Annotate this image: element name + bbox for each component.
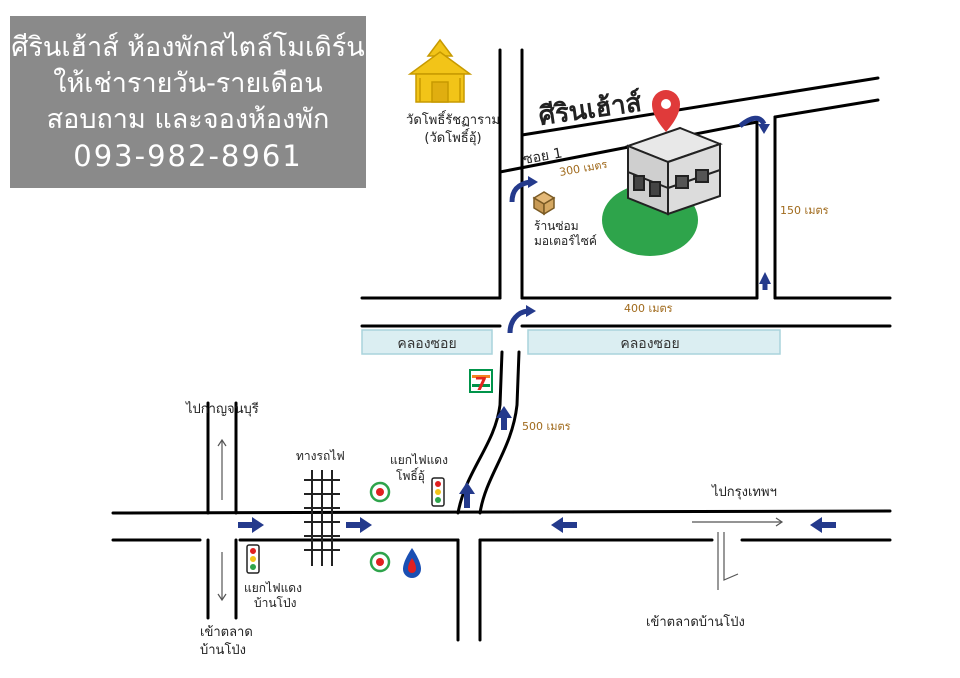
- to-bangkok-label: ไปกรุงเทพฯ: [711, 484, 777, 500]
- shop-label-sub: มอเตอร์ไซค์: [534, 234, 597, 248]
- soi1-road-top: [520, 76, 880, 137]
- temple-icon: [407, 38, 473, 103]
- shop-label: ร้านซ่อม: [534, 219, 579, 233]
- roads: [111, 48, 892, 642]
- traffic-light-ban-label: แยกไฟแดง: [244, 581, 302, 595]
- main-road-top-edge: [111, 509, 892, 515]
- canal-right: [527, 329, 781, 355]
- temple-label: วัดโพธิ์รัชฏาราม: [406, 110, 500, 128]
- railway-track-icon: [304, 470, 340, 566]
- pt-gas-station-icon: [369, 551, 391, 573]
- curve-road-right: [478, 350, 521, 515]
- ptt-gas-station-icon: [403, 548, 421, 578]
- route-arrow-icon: [459, 482, 475, 508]
- building-icon: [625, 126, 723, 216]
- temple-label-sub: (วัดโพธิ์อุ้): [424, 128, 481, 146]
- soi1-label: ซอย 1: [522, 145, 564, 168]
- distance-150-label: 150 เมตร: [780, 204, 829, 217]
- market-left-label-sub: บ้านโป่ง: [200, 642, 246, 658]
- info-contact: สอบถาม และจองห้องพัก: [46, 104, 330, 135]
- route-arrow-icon: [738, 115, 767, 128]
- shop-box-icon: [532, 191, 556, 216]
- route-arrow-icon: [810, 517, 836, 533]
- route-arrows: [238, 406, 836, 533]
- market-left-label: เข้าตลาด: [200, 625, 253, 640]
- distance-400-label: 400 เมตร: [624, 302, 673, 315]
- traffic-light-pho-label: แยกไฟแดง: [390, 453, 448, 467]
- route-arrow-icon: [346, 517, 372, 533]
- route-arrow-icon: [496, 406, 512, 430]
- info-box: ศีรินเฮ้าส์ ห้องพักสไตล์โมเดิร์น ให้เช่า…: [10, 16, 366, 188]
- route-arrow-icon: [551, 517, 577, 533]
- to-kanchanaburi-label: ไปกาญจนบุรี: [185, 401, 259, 417]
- route-arrow-icon: [509, 179, 531, 203]
- info-title: ศีรินเฮ้าส์ ห้องพักสไตล์โมเดิร์น: [11, 32, 365, 63]
- traffic-light-icon: [431, 477, 445, 507]
- soi1-road-east: [773, 98, 880, 119]
- route-arrow-icon: [507, 308, 529, 334]
- traffic-light-pho-label-sub: โพธิ์อุ้: [396, 467, 425, 484]
- distance-300-label: 300 เมตร: [558, 158, 608, 179]
- direction-arrows-thin: [217, 438, 784, 602]
- seven-eleven-logo-icon: 7: [469, 369, 493, 395]
- route-arrow-icon: [238, 517, 264, 533]
- info-phone[interactable]: 093-982-8961: [73, 139, 303, 173]
- market-right-label: เข้าตลาดบ้านโป่ง: [646, 614, 745, 630]
- traffic-light-icon: [246, 544, 260, 574]
- info-rent: ให้เช่ารายวัน-รายเดือน: [53, 68, 323, 99]
- railway-label: ทางรถไฟ: [296, 449, 345, 463]
- map-labels: วัดโพธิ์รัชฏาราม (วัดโพธิ์อุ้) ซอย 1 ศีร…: [185, 87, 829, 658]
- seven-eleven-label: 7: [475, 374, 488, 395]
- curved-route-arrowheads: [526, 124, 771, 317]
- location-pin-icon: [652, 90, 680, 132]
- pt-gas-station-icon: [369, 481, 391, 503]
- canal-left-label: คลองซอย: [397, 336, 456, 352]
- distance-500-label: 500 เมตร: [522, 420, 571, 433]
- curve-road-left: [456, 350, 504, 515]
- traffic-light-ban-label-sub: บ้านโป่ง: [254, 596, 296, 610]
- canal-left: [361, 329, 493, 355]
- canal-right-label: คลองซอย: [620, 336, 679, 352]
